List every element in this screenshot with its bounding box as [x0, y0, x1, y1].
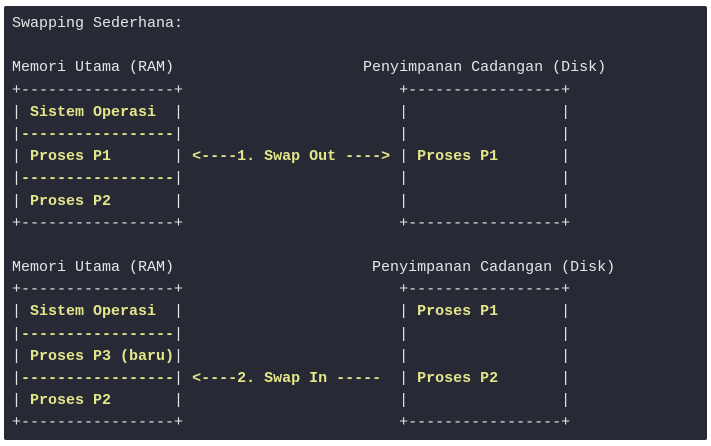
highlighted-text: Proses P2: [408, 370, 562, 387]
diagram-text: |: [174, 370, 193, 387]
code-line: +-----------------+ +-----------------+: [12, 80, 615, 102]
code-line: Memori Utama (RAM) Penyimpanan Cadangan …: [12, 57, 615, 79]
diagram-text: |: [12, 347, 22, 365]
diagram-text: +-----------------+ +-----------------+: [12, 214, 571, 232]
diagram-text: Swapping Sederhana:: [12, 15, 184, 32]
diagram-text: +-----------------+ +-----------------+: [12, 281, 571, 299]
highlighted-text: Sistem Operasi: [21, 103, 175, 121]
diagram-text: |: [12, 392, 22, 410]
code-line: |-----------------| | |: [12, 324, 615, 346]
highlighted-text: Proses P2: [21, 192, 175, 210]
diagram-text: +-----------------+ +-----------------+: [12, 81, 571, 99]
diagram-text: |: [381, 370, 409, 387]
code-line: | Proses P1 | <----1. Swap Out ----> | P…: [12, 146, 615, 168]
highlighted-text: -----------------: [21, 125, 175, 143]
swapping-diagram: Swapping Sederhana: Memori Utama (RAM) Pe…: [12, 13, 615, 435]
code-line: Memori Utama (RAM) Penyimpanan Cadangan …: [12, 257, 615, 279]
highlighted-text: Proses P1: [21, 148, 175, 166]
diagram-text: | | |: [174, 125, 571, 143]
diagram-text: |: [12, 303, 22, 321]
code-line: |-----------------| | |: [12, 124, 615, 146]
highlighted-text: Proses P1: [408, 303, 562, 321]
code-line: +-----------------+ +-----------------+: [12, 412, 615, 434]
diagram-text: |: [12, 125, 22, 143]
highlighted-text: Proses P3 (baru): [21, 347, 175, 365]
code-line: |-----------------| <----2. Swap In ----…: [12, 368, 615, 390]
diagram-text: | | |: [174, 392, 571, 410]
diagram-text: +-----------------+ +-----------------+: [12, 414, 571, 432]
diagram-text: |: [561, 370, 571, 387]
code-line: +-----------------+ +-----------------+: [12, 279, 615, 301]
code-line: | Sistem Operasi | | Proses P1 |: [12, 301, 615, 323]
diagram-text: | | |: [174, 192, 571, 210]
highlighted-text: <----1. Swap Out ---->: [192, 148, 391, 166]
diagram-text: |: [12, 325, 22, 343]
code-line: [12, 35, 615, 57]
diagram-text: |: [12, 103, 22, 121]
code-line: | Sistem Operasi | | |: [12, 102, 615, 124]
highlighted-text: Proses P1: [408, 148, 562, 166]
diagram-text: |: [390, 148, 409, 166]
diagram-text: |: [12, 370, 22, 387]
diagram-text: |: [12, 192, 22, 210]
code-line: | Proses P2 | | |: [12, 390, 615, 412]
diagram-text: | | |: [174, 325, 571, 343]
diagram-text: | | |: [174, 347, 571, 365]
diagram-text: |: [561, 303, 571, 321]
diagram-text: | | |: [174, 103, 571, 121]
code-line: [12, 235, 615, 257]
diagram-text: Memori Utama (RAM) Penyimpanan Cadangan …: [12, 59, 607, 77]
highlighted-text: <----2. Swap In -----: [192, 370, 382, 387]
diagram-text: |: [561, 148, 571, 166]
code-line: Swapping Sederhana:: [12, 13, 615, 35]
diagram-text: | | |: [174, 170, 571, 188]
highlighted-text: -----------------: [21, 325, 175, 343]
diagram-text: Memori Utama (RAM) Penyimpanan Cadangan …: [12, 259, 616, 277]
highlighted-text: -----------------: [21, 170, 175, 188]
diagram-text: |: [12, 170, 22, 188]
code-line: | Proses P3 (baru)| | |: [12, 346, 615, 368]
diagram-text: |: [174, 148, 193, 166]
diagram-text: |: [12, 148, 22, 166]
code-line: +-----------------+ +-----------------+: [12, 213, 615, 235]
highlighted-text: -----------------: [21, 370, 175, 387]
highlighted-text: Proses P2: [21, 392, 175, 410]
highlighted-text: Sistem Operasi: [21, 303, 175, 321]
code-block: Swapping Sederhana: Memori Utama (RAM) Pe…: [4, 6, 707, 440]
code-line: | Proses P2 | | |: [12, 191, 615, 213]
code-line: |-----------------| | |: [12, 168, 615, 190]
diagram-text: | |: [174, 303, 409, 321]
